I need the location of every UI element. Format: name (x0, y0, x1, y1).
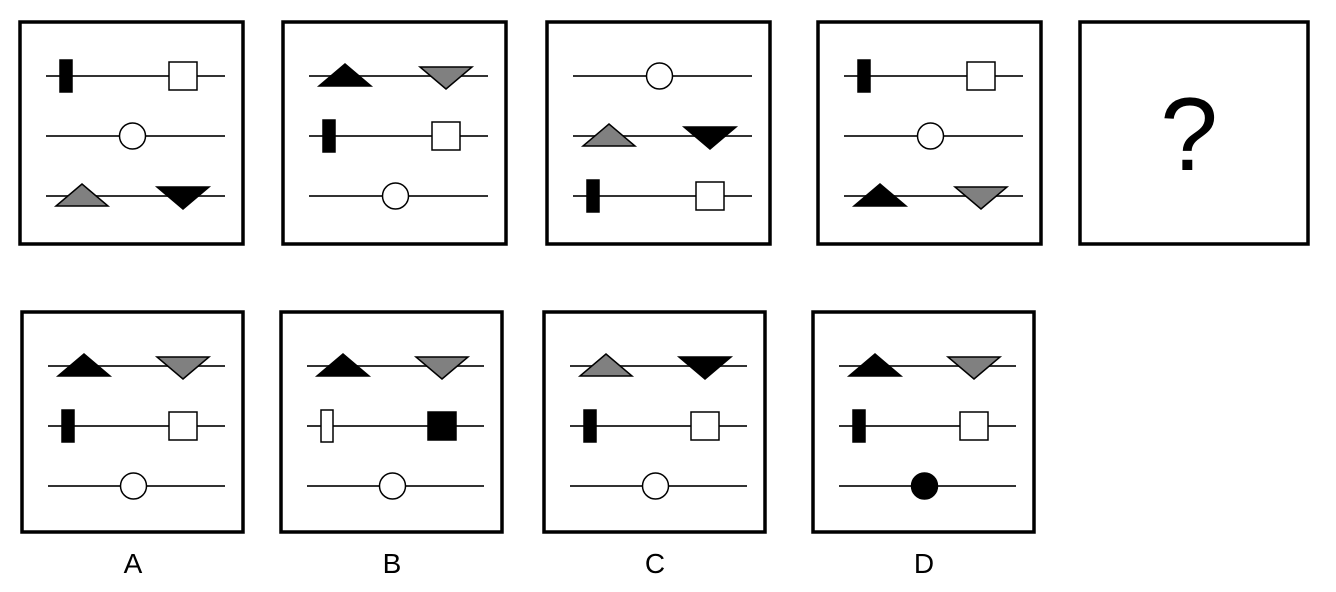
sequence-panel-4 (816, 20, 1043, 246)
shape-row (46, 183, 225, 210)
black-square-icon (427, 411, 457, 441)
black-up-triangle-icon (851, 183, 909, 207)
black-down-triangle-icon (681, 126, 739, 150)
white-circle-icon (118, 122, 147, 150)
option-label-b: B (383, 548, 402, 579)
black-bar-icon (322, 119, 336, 153)
gray-up-triangle-icon (577, 353, 635, 377)
shape-row (839, 472, 1016, 500)
black-up-triangle-icon (846, 353, 904, 377)
shape-row (46, 59, 225, 93)
shape-row (46, 122, 225, 150)
shape-row (570, 472, 747, 500)
shape-row (839, 353, 1016, 380)
white-square-icon (695, 181, 725, 211)
black-up-triangle-icon (314, 353, 372, 377)
white-circle-icon (916, 122, 945, 150)
white-circle-icon (641, 472, 670, 500)
gray-up-triangle-icon (580, 123, 638, 147)
shape-row (844, 183, 1023, 210)
white-square-icon (431, 121, 461, 151)
white-square-icon (690, 411, 720, 441)
option-panel-d (811, 310, 1036, 534)
black-up-triangle-icon (316, 63, 374, 87)
sequence-panel-3 (545, 20, 772, 246)
black-bar-icon (583, 409, 597, 443)
option-label-d: D (914, 548, 934, 579)
black-down-triangle-icon (676, 356, 734, 380)
sequence-panel-2-frame (281, 20, 508, 246)
option-label-c: C (645, 548, 665, 579)
shape-row (48, 353, 225, 380)
gray-down-triangle-icon (952, 186, 1010, 210)
shape-row (573, 123, 752, 150)
sequence-panel-1 (18, 20, 245, 246)
sequence-row (18, 20, 1043, 246)
question-frame (1078, 20, 1310, 246)
shape-row (307, 353, 484, 380)
gray-up-triangle-icon (53, 183, 111, 207)
sequence-panel-4-frame (816, 20, 1043, 246)
shape-row (309, 63, 488, 90)
shape-row (573, 179, 752, 213)
shape-row (570, 353, 747, 380)
question-mark: ? (1160, 77, 1218, 193)
black-down-triangle-icon (154, 186, 212, 210)
shape-row (844, 122, 1023, 150)
shape-row (844, 59, 1023, 93)
sequence-panel-2 (281, 20, 508, 246)
options-row: A B C D (20, 310, 1036, 579)
option-label-a: A (124, 548, 143, 579)
black-bar-icon (857, 59, 871, 93)
shape-row (307, 409, 484, 443)
option-panel-a (20, 310, 245, 534)
white-square-icon (168, 61, 198, 91)
shape-row (48, 409, 225, 443)
black-up-triangle-icon (55, 353, 113, 377)
option-panel-c (542, 310, 767, 534)
black-bar-icon (61, 409, 75, 443)
black-circle-icon (910, 472, 939, 500)
shape-row (307, 472, 484, 500)
white-circle-icon (381, 182, 410, 210)
white-circle-icon (645, 62, 674, 90)
white-square-icon (168, 411, 198, 441)
shape-row (309, 182, 488, 210)
white-circle-icon (119, 472, 148, 500)
question-panel: ? (1078, 20, 1310, 246)
shape-row (573, 62, 752, 90)
shape-row (48, 472, 225, 500)
shape-row (839, 409, 1016, 443)
black-bar-icon (59, 59, 73, 93)
option-panel-b (279, 310, 504, 534)
gray-down-triangle-icon (154, 356, 212, 380)
gray-down-triangle-icon (945, 356, 1003, 380)
sequence-panel-3-frame (545, 20, 772, 246)
gray-down-triangle-icon (417, 66, 475, 90)
gray-down-triangle-icon (413, 356, 471, 380)
white-bar-icon (320, 409, 334, 443)
shape-row (309, 119, 488, 153)
white-square-icon (959, 411, 989, 441)
white-square-icon (966, 61, 996, 91)
black-bar-icon (586, 179, 600, 213)
white-circle-icon (378, 472, 407, 500)
shape-row (570, 409, 747, 443)
black-bar-icon (852, 409, 866, 443)
